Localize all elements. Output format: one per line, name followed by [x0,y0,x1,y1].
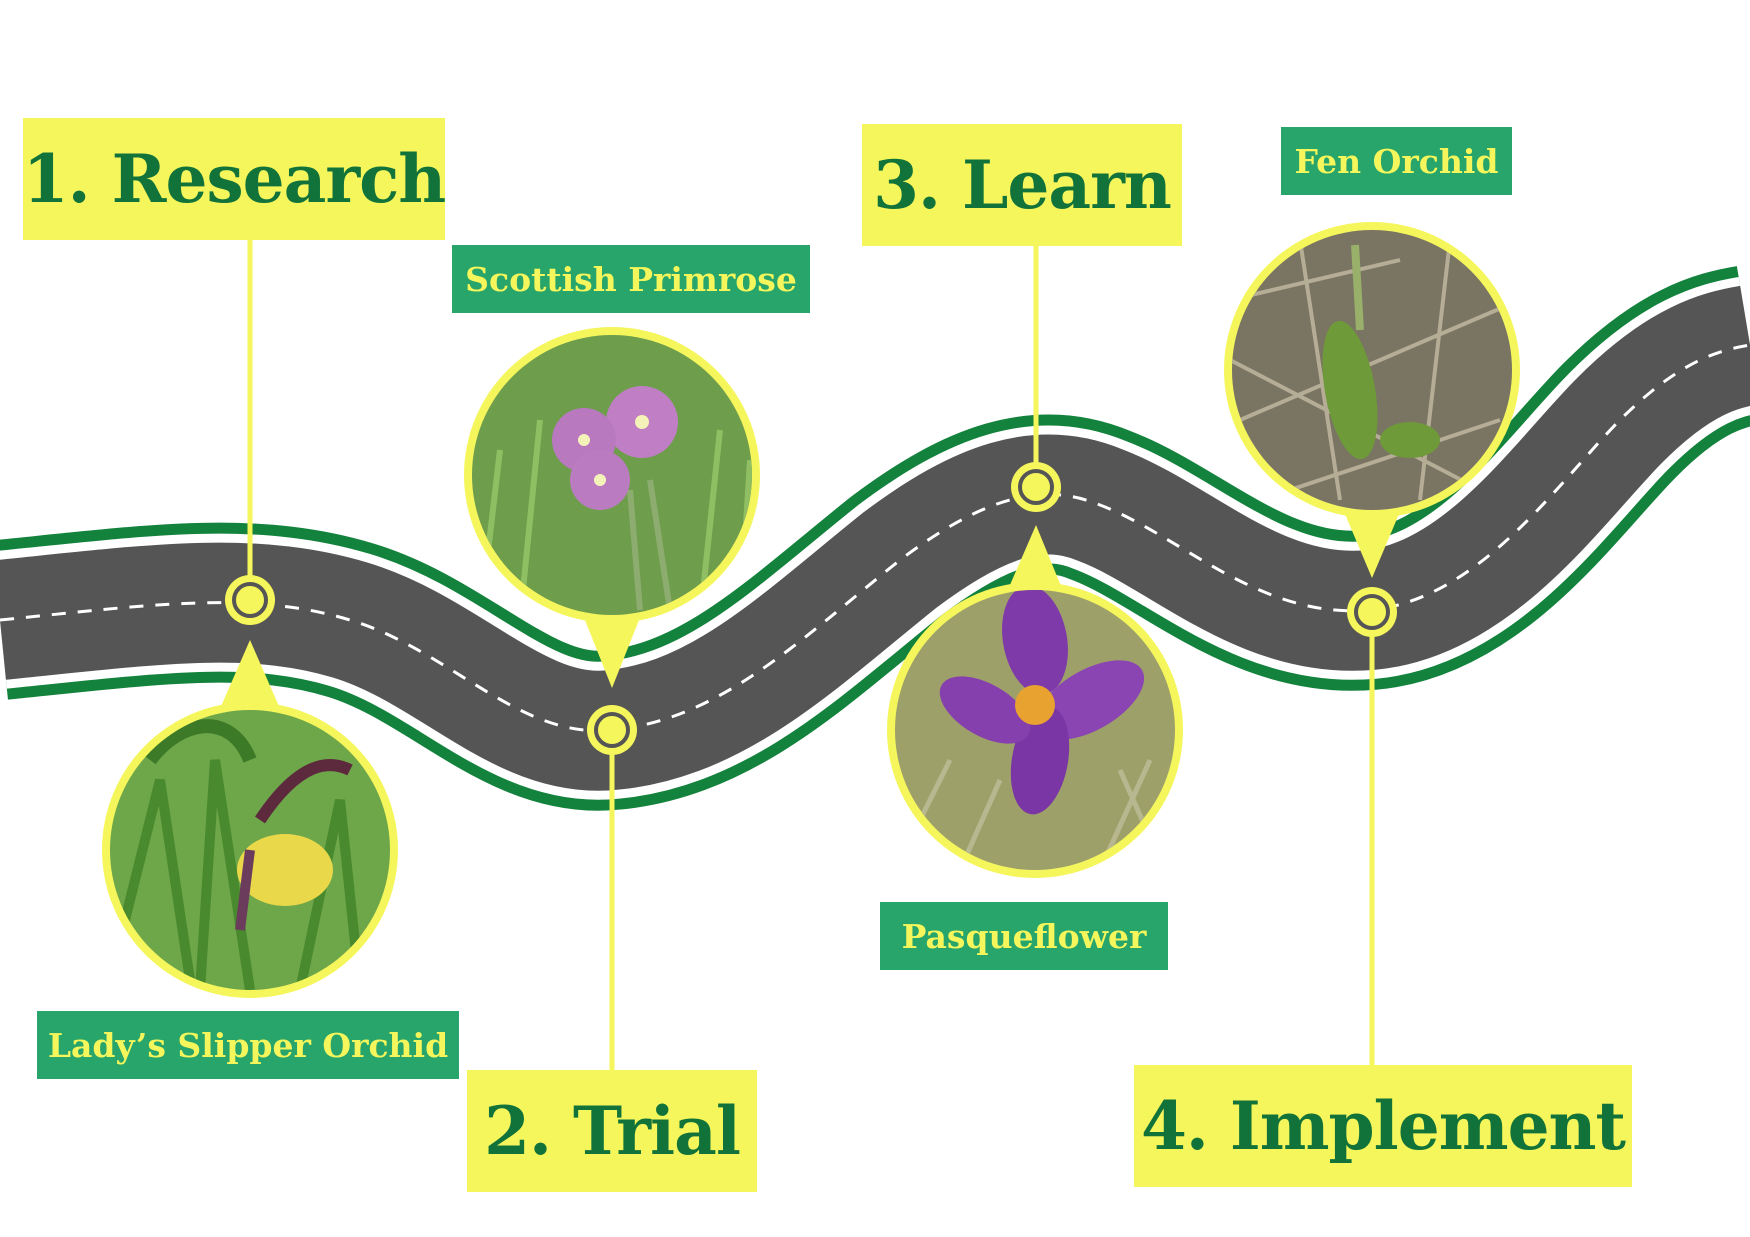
plant-label-scottish-primrose: Scottish Primrose [452,245,810,313]
marker-trial [587,705,637,755]
marker-learn [1011,462,1061,512]
stage-research-label: 1. Research [23,118,446,240]
lady-slipper-orchid-photo [102,640,398,998]
marker-research [225,575,275,625]
scottish-primrose-photo [464,327,760,688]
plant-label-fen-orchid: Fen Orchid [1281,127,1512,195]
pasqueflower-photo [887,525,1183,878]
stage-learn-label: 3. Learn [862,124,1182,246]
fen-orchid-photo [1224,222,1520,578]
winding-road [0,266,1750,811]
plant-label-lady-slipper-orchid: Lady’s Slipper Orchid [37,1011,459,1079]
marker-implement [1347,587,1397,637]
stage-trial-label: 2. Trial [467,1070,757,1192]
connector-lines [247,240,1375,1070]
plant-label-pasqueflower: Pasqueflower [880,902,1168,970]
road-markers [225,462,1397,755]
stage-implement-label: 4. Implement [1134,1065,1632,1187]
